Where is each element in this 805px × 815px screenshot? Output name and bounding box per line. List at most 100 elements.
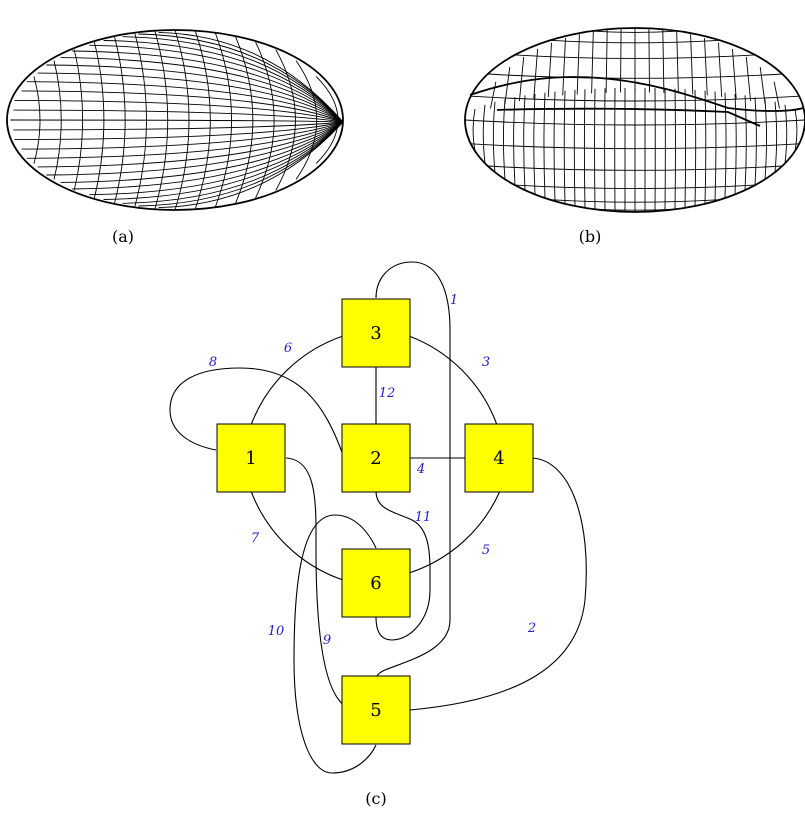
mesh-line	[774, 101, 778, 173]
mesh-line	[533, 93, 536, 195]
mesh-line	[662, 29, 665, 93]
mesh-line	[89, 121, 344, 196]
node-box	[464, 423, 534, 493]
mesh-line	[754, 97, 757, 186]
edge-label-10: 10	[268, 624, 285, 639]
caption-b: (b)	[579, 227, 602, 246]
mesh-line	[576, 34, 580, 95]
mesh-line	[14, 99, 344, 123]
node-box	[341, 675, 411, 745]
edge-6	[250, 335, 344, 426]
mesh-line	[773, 81, 780, 109]
mesh-line	[72, 121, 344, 190]
mesh-line	[591, 31, 594, 94]
mesh-line	[764, 99, 767, 180]
mesh-line	[714, 91, 717, 202]
mesh-line	[21, 90, 344, 123]
mesh-line	[14, 121, 344, 141]
mesh-line	[543, 92, 546, 199]
mesh-line	[745, 56, 752, 102]
node-3: 3	[341, 298, 411, 368]
mesh-line	[21, 121, 344, 150]
mesh-line	[122, 121, 344, 204]
node-label: 4	[493, 448, 504, 469]
mesh-line	[53, 60, 62, 180]
mesh-line	[724, 92, 727, 199]
mesh-line	[60, 57, 344, 123]
mesh-line	[73, 49, 84, 191]
mesh-line	[103, 40, 344, 123]
mesh-line	[93, 41, 105, 199]
mesh-line	[214, 32, 232, 208]
mesh-line	[523, 95, 526, 191]
node-label: 5	[370, 700, 381, 721]
mesh-line	[138, 33, 344, 123]
node-6: 6	[341, 548, 411, 618]
mesh-line	[235, 36, 254, 204]
mesh-line	[255, 41, 275, 199]
node-label: 2	[370, 448, 381, 469]
mesh-line	[138, 121, 344, 207]
edge-10	[293, 514, 377, 774]
panel-a-ellipsoid-mesh	[6, 29, 344, 211]
mesh-line	[744, 95, 747, 191]
edge-1	[375, 261, 451, 680]
mesh-line	[154, 30, 169, 210]
mesh-line	[472, 109, 476, 152]
edge-label-6: 6	[284, 341, 292, 356]
mesh-line	[694, 89, 697, 207]
node-2: 2	[341, 423, 411, 493]
edge-2	[409, 457, 587, 711]
mesh-line	[513, 97, 516, 186]
mesh-line	[275, 49, 296, 191]
mesh-line	[503, 99, 506, 180]
edge-label-2: 2	[527, 621, 536, 636]
mesh-line	[533, 48, 539, 99]
mesh-line	[794, 109, 798, 152]
mesh-line	[605, 29, 608, 93]
mesh-line	[13, 121, 344, 131]
mesh-line	[553, 91, 556, 202]
mesh-line	[89, 44, 344, 123]
panel-b-ellipsoid-mesh	[464, 27, 805, 213]
node-box	[216, 423, 286, 493]
mesh-line	[13, 109, 344, 123]
mesh-line	[295, 60, 318, 180]
mesh-line	[46, 121, 344, 176]
mesh-line	[734, 93, 737, 195]
mesh-line	[704, 90, 707, 204]
edge-label-8: 8	[209, 355, 217, 370]
mesh-line	[676, 31, 679, 94]
mesh-line	[26, 121, 344, 159]
mesh-line	[562, 38, 566, 96]
mesh-line	[563, 90, 566, 204]
edge-label-11: 11	[415, 510, 432, 525]
edge-9	[285, 457, 346, 707]
edge-label-3: 3	[482, 355, 490, 370]
edge-3	[408, 335, 498, 426]
cap-seam	[469, 76, 804, 112]
mesh-line	[573, 89, 576, 207]
mesh-line	[158, 121, 344, 209]
mesh-line	[46, 64, 344, 123]
mesh-line	[26, 81, 344, 123]
node-5: 5	[341, 675, 411, 745]
edge-label-12: 12	[379, 386, 396, 401]
node-box	[341, 548, 411, 618]
edge-7	[250, 490, 344, 581]
node-1: 1	[216, 423, 286, 493]
node-4: 4	[464, 423, 534, 493]
mesh-line	[194, 30, 211, 210]
mesh-line	[60, 121, 344, 183]
mesh-line	[648, 28, 650, 93]
edge-11	[375, 490, 431, 641]
mesh-line	[518, 56, 525, 102]
mesh-line	[134, 32, 147, 208]
edge-label-4: 4	[416, 462, 425, 477]
caption-c: (c)	[365, 789, 386, 808]
mesh-line	[704, 38, 708, 96]
mesh-line	[10, 119, 344, 123]
